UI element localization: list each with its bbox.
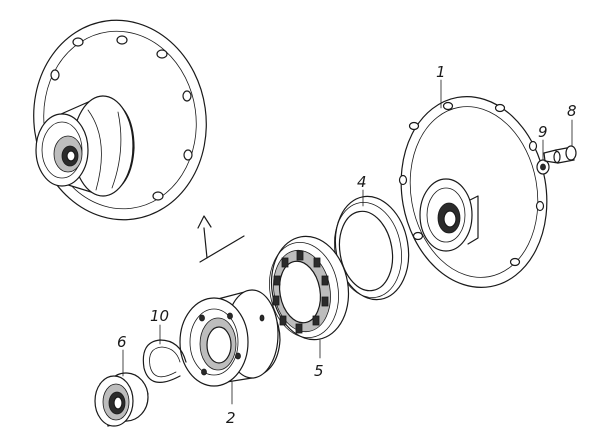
part-5-roller-bearing (269, 235, 350, 341)
callout-5: 5 (314, 362, 324, 380)
callout-4: 4 (357, 173, 367, 191)
callout-9: 9 (538, 123, 548, 141)
part-2-bearing-housing (179, 289, 281, 387)
leader-lines (122, 79, 573, 405)
direction-arrow (197, 215, 245, 263)
callout-labels: 1 2 4 5 6 8 9 10 (117, 63, 577, 427)
part-8-bolt (543, 145, 577, 164)
callout-1: 1 (436, 63, 446, 81)
callout-2: 2 (226, 409, 236, 427)
assembled-housing-unit (33, 19, 207, 221)
part-1-end-cover (398, 96, 548, 288)
part-10-snap-ring (142, 339, 187, 383)
callout-10: 10 (150, 307, 169, 325)
callout-8: 8 (567, 102, 577, 120)
bearing-rollers (272, 250, 329, 334)
part-9-washer (536, 159, 550, 175)
part-6-ball-bearing (94, 372, 149, 427)
callout-6: 6 (117, 333, 127, 351)
cover-bolt-holes (398, 101, 545, 267)
flange-bolt-holes (50, 35, 193, 201)
